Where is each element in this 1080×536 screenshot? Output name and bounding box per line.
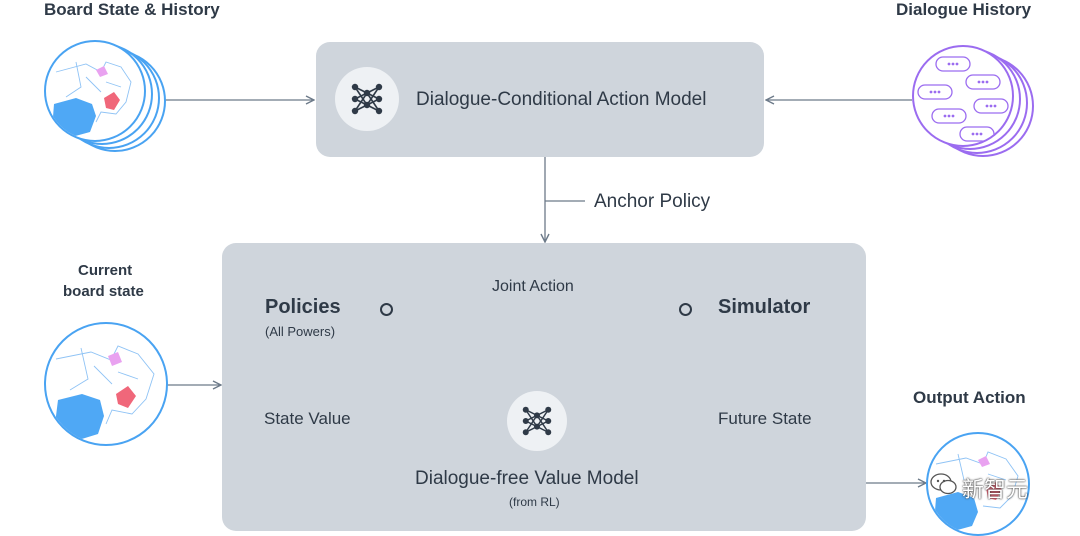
dialogue-history-stack (912, 45, 1042, 165)
current-board-state-label-line2: board state (63, 283, 144, 300)
all-powers-label: (All Powers) (265, 324, 336, 339)
europe-map-icon (44, 40, 146, 142)
board-state-history-label: Board State & History (44, 0, 220, 19)
future-state-label: Future State (718, 409, 812, 428)
state-value-label: State Value (264, 409, 351, 428)
simulator-label: Simulator (718, 296, 811, 318)
watermark-text: 新智元 (962, 477, 1029, 502)
dialogue-history-label: Dialogue History (896, 0, 1032, 19)
from-rl-label: (from RL) (509, 495, 560, 509)
value-model-neural-network-icon (507, 391, 567, 451)
wechat-icon (930, 472, 958, 496)
action-model-box: Dialogue-Conditional Action Model (316, 42, 764, 157)
policies-node (380, 303, 393, 316)
anchor-policy-label: Anchor Policy (594, 191, 711, 212)
value-model-label: Dialogue-free Value Model (415, 468, 639, 489)
chat-bubbles-icon (912, 45, 1014, 147)
search-loop-box: Policies (All Powers) Joint Action Simul… (222, 243, 866, 531)
current-board-map (44, 322, 168, 446)
action-model-label: Dialogue-Conditional Action Model (416, 89, 707, 110)
policies-label: Policies (265, 296, 341, 318)
joint-action-label: Joint Action (492, 278, 574, 295)
neural-network-icon (335, 67, 399, 131)
current-board-state-label-line1: Current (78, 262, 133, 279)
output-action-map (926, 432, 1030, 536)
simulator-node (679, 303, 692, 316)
board-history-map-stack (44, 40, 174, 160)
output-action-label: Output Action (913, 388, 1026, 407)
